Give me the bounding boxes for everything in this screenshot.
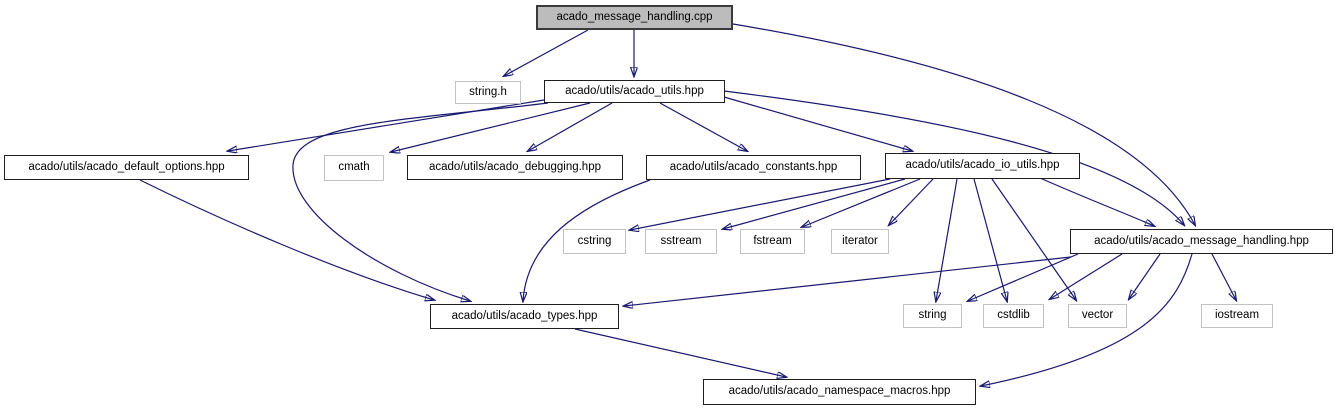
node-cstring: cstring: [563, 229, 626, 254]
node-label: vector: [1081, 309, 1114, 322]
node-iostream: iostream: [1201, 304, 1273, 328]
node-label: acado/utils/acado_utils.hpp: [565, 84, 704, 97]
node-acado-constants-hpp[interactable]: acado/utils/acado_constants.hpp: [646, 155, 861, 180]
node-acado-debugging-hpp[interactable]: acado/utils/acado_debugging.hpp: [407, 155, 623, 180]
node-acado-utils-hpp[interactable]: acado/utils/acado_utils.hpp: [544, 80, 725, 103]
node-label: iterator: [842, 234, 878, 247]
node-label: acado/utils/acado_debugging.hpp: [428, 160, 601, 173]
edge-msg-hpp-to-string: [968, 253, 1079, 301]
node-label: cmath: [338, 161, 370, 174]
edge-ioutils-to-iterator: [889, 178, 934, 225]
edge-defopts-to-types: [139, 179, 434, 300]
node-acado-message-handling-cpp[interactable]: acado_message_handling.cpp: [536, 5, 733, 30]
node-vector: vector: [1068, 304, 1127, 328]
node-cmath: cmath: [324, 155, 384, 181]
node-label: acado/utils/acado_io_utils.hpp: [905, 159, 1060, 172]
node-label: acado/utils/acado_namespace_macros.hpp: [728, 385, 951, 398]
edge-ioutils-to-sstream: [723, 178, 906, 229]
node-label: acado/utils/acado_types.hpp: [451, 309, 598, 322]
edge-msg-hpp-to-cstdlib: [1050, 253, 1123, 299]
edge-cpp-to-string-h: [504, 29, 589, 76]
node-acado-io-utils-hpp[interactable]: acado/utils/acado_io_utils.hpp: [885, 153, 1080, 179]
edge-msg-hpp-to-types: [624, 256, 1072, 306]
node-label: string.h: [469, 85, 507, 98]
edge-msg-hpp-to-vector: [1129, 253, 1161, 299]
node-cstdlib: cstdlib: [983, 304, 1044, 328]
node-label: sstream: [660, 234, 702, 247]
edge-constants-to-types: [523, 179, 651, 301]
edge-ioutils-to-vector: [991, 178, 1076, 300]
edge-utils-to-debugging: [528, 102, 613, 151]
edge-ioutils-to-cstring: [630, 178, 891, 230]
node-acado-message-handling-hpp[interactable]: acado/utils/acado_message_handling.hpp: [1070, 229, 1333, 254]
node-string: string: [903, 304, 962, 328]
node-label: acado/utils/acado_default_options.hpp: [28, 160, 225, 173]
node-label: acado_message_handling.cpp: [556, 10, 713, 23]
node-acado-default-options-hpp[interactable]: acado/utils/acado_default_options.hpp: [4, 155, 249, 180]
edge-utils-to-ioutils: [723, 96, 912, 151]
node-label: cstring: [577, 234, 612, 247]
node-iterator: iterator: [831, 229, 889, 254]
node-label: acado/utils/acado_constants.hpp: [669, 160, 838, 173]
node-label: string: [918, 309, 947, 322]
edge-msg-hpp-to-iostream: [1211, 253, 1236, 300]
node-label: acado/utils/acado_message_handling.hpp: [1094, 234, 1309, 247]
node-acado-types-hpp[interactable]: acado/utils/acado_types.hpp: [430, 304, 619, 329]
edge-utils-to-cmath: [391, 102, 591, 152]
edge-utils-to-defopts: [228, 99, 545, 151]
edge-ioutils-to-fstream: [802, 178, 921, 227]
node-acado-namespace-macros-hpp[interactable]: acado/utils/acado_namespace_macros.hpp: [703, 379, 976, 405]
edge-msg-hpp-to-macros: [981, 253, 1193, 386]
node-sstream: sstream: [645, 229, 717, 254]
edge-utils-to-msg-hpp: [723, 90, 1184, 225]
node-label: fstream: [753, 234, 792, 247]
edge-utils-to-types: [292, 102, 549, 301]
node-fstream: fstream: [740, 229, 805, 254]
edge-utils-to-constants: [659, 102, 747, 151]
node-label: iostream: [1214, 309, 1260, 322]
edge-types-to-macros: [574, 328, 786, 377]
node-label: cstdlib: [997, 309, 1030, 322]
node-string-h: string.h: [455, 81, 521, 104]
edge-ioutils-to-cstdlib: [973, 178, 1007, 301]
edge-cpp-to-msg-hpp: [732, 23, 1195, 225]
edge-ioutils-to-msg-hpp: [1039, 177, 1154, 226]
edge-ioutils-to-string: [936, 178, 958, 301]
